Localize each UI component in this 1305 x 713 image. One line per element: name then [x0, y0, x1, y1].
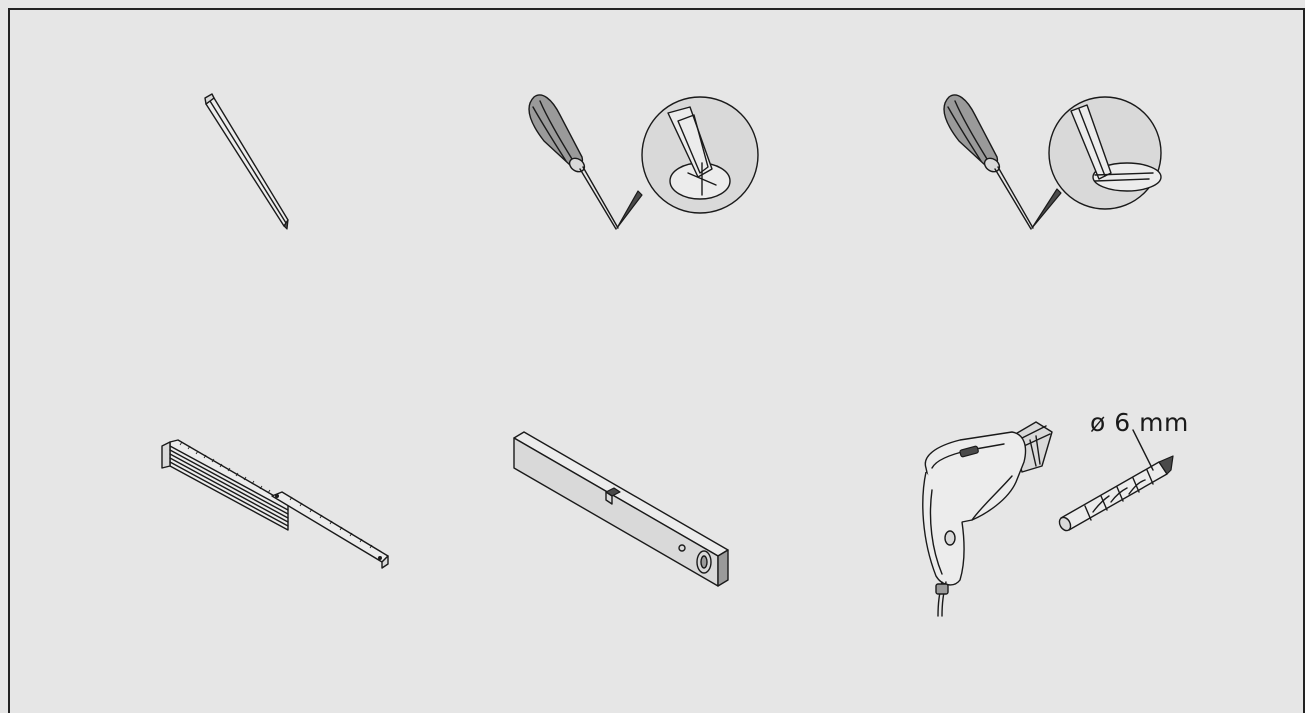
flathead-screwdriver-icon: [935, 85, 1195, 235]
drill-bit-icon: [1055, 429, 1185, 540]
spirit-level-icon: [510, 430, 740, 590]
folding-ruler-icon: [160, 438, 400, 578]
phillips-screwdriver-icon: [520, 85, 780, 235]
drill-bit-size-label: ø 6 mm: [1090, 408, 1189, 437]
pencil-icon: [200, 92, 300, 232]
power-drill-icon: [912, 410, 1092, 620]
